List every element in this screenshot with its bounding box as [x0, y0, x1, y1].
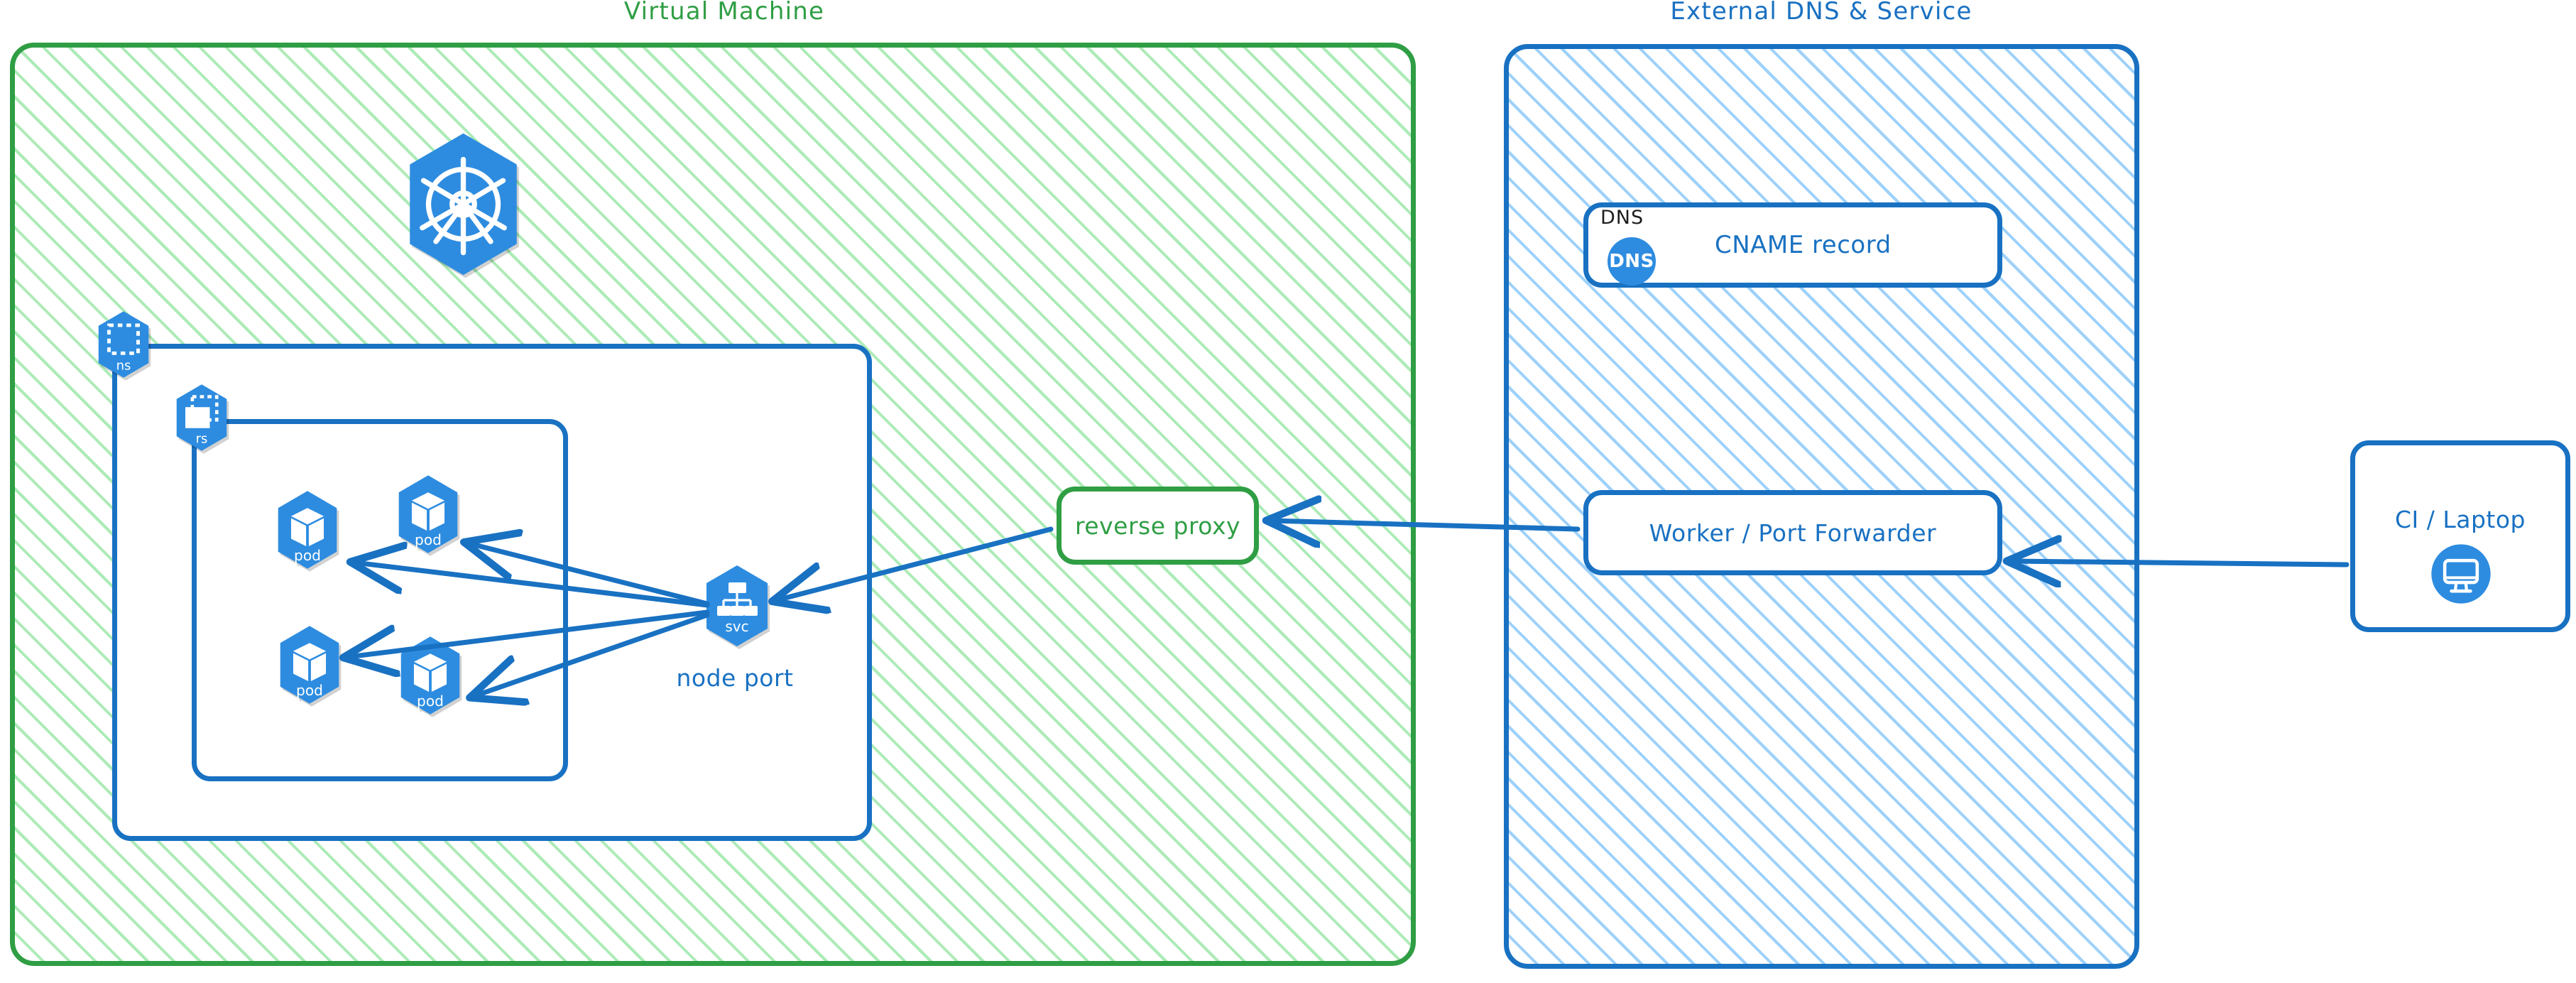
worker-port-forwarder-label: Worker / Port Forwarder [1649, 518, 1937, 547]
dns-record-card[interactable] [1583, 202, 2002, 288]
namespace-icon[interactable]: ns [94, 310, 153, 379]
kubernetes-logo [401, 131, 525, 277]
svg-text:pod: pod [417, 693, 444, 710]
worker-port-forwarder-box[interactable]: Worker / Port Forwarder [1583, 490, 2002, 575]
pod-icon-3[interactable]: pod [275, 625, 344, 705]
pod-icon-4[interactable]: pod [396, 636, 464, 715]
reverse-proxy-label: reverse proxy [1074, 511, 1241, 540]
dns-badge-icon: DNS [1608, 237, 1656, 286]
node-port-caption: node port [676, 664, 794, 692]
cname-record-label: CNAME record [1715, 231, 1892, 259]
dns-badge-label: DNS [1609, 251, 1654, 272]
svg-text:rs: rs [196, 431, 208, 446]
svg-text:pod: pod [415, 531, 442, 548]
group-external-dns-service-title: External DNS & Service [1670, 0, 1972, 26]
replicaset-box[interactable] [192, 419, 568, 781]
desktop-monitor-icon [2430, 543, 2492, 604]
svg-text:pod: pod [294, 547, 321, 564]
replicaset-icon[interactable]: rs [173, 384, 231, 452]
svg-text:pod: pod [296, 682, 323, 699]
service-icon[interactable]: svc [702, 565, 773, 647]
pod-icon-1[interactable]: pod [273, 490, 342, 570]
svg-text:svc: svc [725, 618, 748, 635]
dns-card-tag: DNS [1600, 207, 1644, 229]
group-virtual-machine-title: Virtual Machine [623, 0, 825, 26]
reverse-proxy-box[interactable]: reverse proxy [1057, 487, 1259, 565]
ci-laptop-label: CI / Laptop [2394, 506, 2526, 533]
pod-icon-2[interactable]: pod [394, 474, 462, 554]
svg-text:ns: ns [116, 358, 131, 373]
